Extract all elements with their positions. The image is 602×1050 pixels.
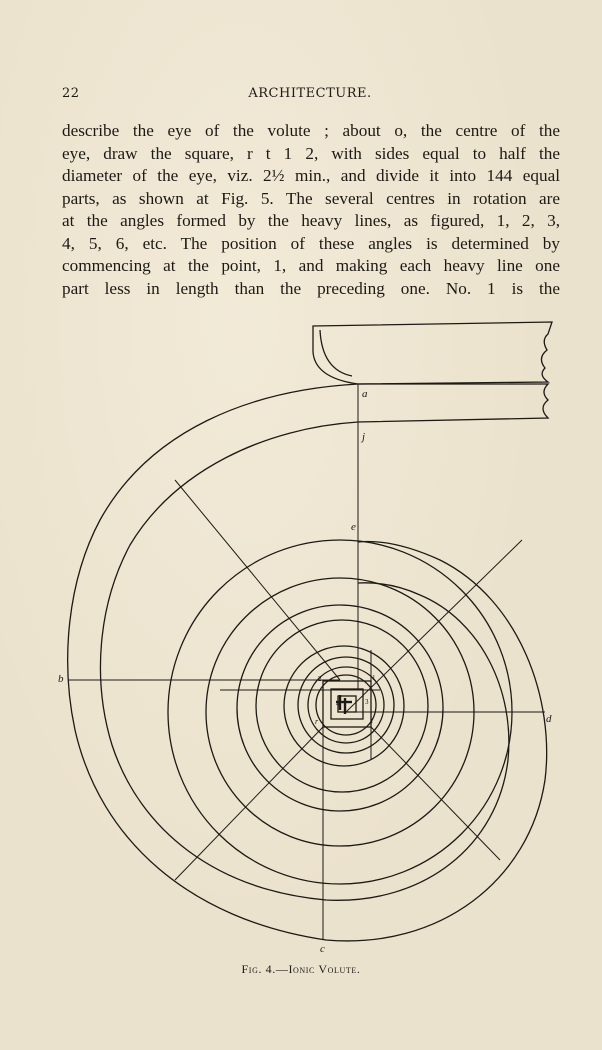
eye-square-outer [322, 680, 372, 728]
abacus-inner [319, 329, 353, 377]
label-b: b [58, 673, 64, 685]
label-d: d [546, 713, 552, 725]
label-2: 2 [318, 675, 322, 683]
diagonal-lower-right [370, 726, 501, 861]
text-line: part less in length than the preceding o… [62, 278, 560, 298]
ring-eye-a [307, 666, 385, 744]
text-line: at the angles formed by the heavy lines,… [62, 211, 560, 230]
text-line: diameter of the eye, viz. 2½ min., and d… [62, 166, 560, 185]
text-line: eye, draw the square, r t 1 2, with side… [62, 143, 560, 163]
page-number: 22 [62, 86, 80, 101]
label-a: a [362, 388, 368, 400]
running-title: ARCHITECTURE. [248, 86, 372, 101]
inner-volute-curve [99, 421, 510, 901]
ring-small-b [297, 656, 395, 754]
text-line: 4, 5, 6, etc. The position of these angl… [62, 233, 560, 253]
text-line: parts, as shown at Fig. 5. The several c… [62, 188, 560, 208]
eye-square-mid [330, 688, 364, 720]
figure-caption: Fig. 4.—Ionic Volute. [241, 962, 361, 976]
label-t: t [371, 716, 374, 725]
ring-eye-b [315, 674, 377, 736]
label-j: j [360, 431, 365, 443]
running-head: 22 ARCHITECTURE. [62, 86, 558, 106]
diagonal-upper-right [345, 539, 523, 713]
ring-small-a [283, 645, 405, 767]
label-c: c [320, 943, 325, 955]
ring-mid-b [255, 619, 429, 793]
diagonal-upper-left [174, 479, 341, 681]
label-3: 3 [365, 698, 369, 706]
text-line: commencing at the point, 1, and making e… [62, 256, 560, 275]
diagonal-lower-left [174, 726, 324, 881]
channel-band [357, 383, 550, 423]
label-e: e [351, 521, 356, 533]
body-paragraph: describe the eye of the volute ; about o… [62, 120, 560, 300]
label-r: r [315, 717, 319, 726]
text-line: describe the eye of the volute ; about o… [62, 121, 560, 140]
ring-mid-a [236, 604, 444, 812]
outer-volute-curve [67, 383, 548, 942]
abacus-outline [312, 321, 553, 385]
label-1: 1 [372, 674, 376, 682]
label-4: 4 [336, 700, 340, 708]
